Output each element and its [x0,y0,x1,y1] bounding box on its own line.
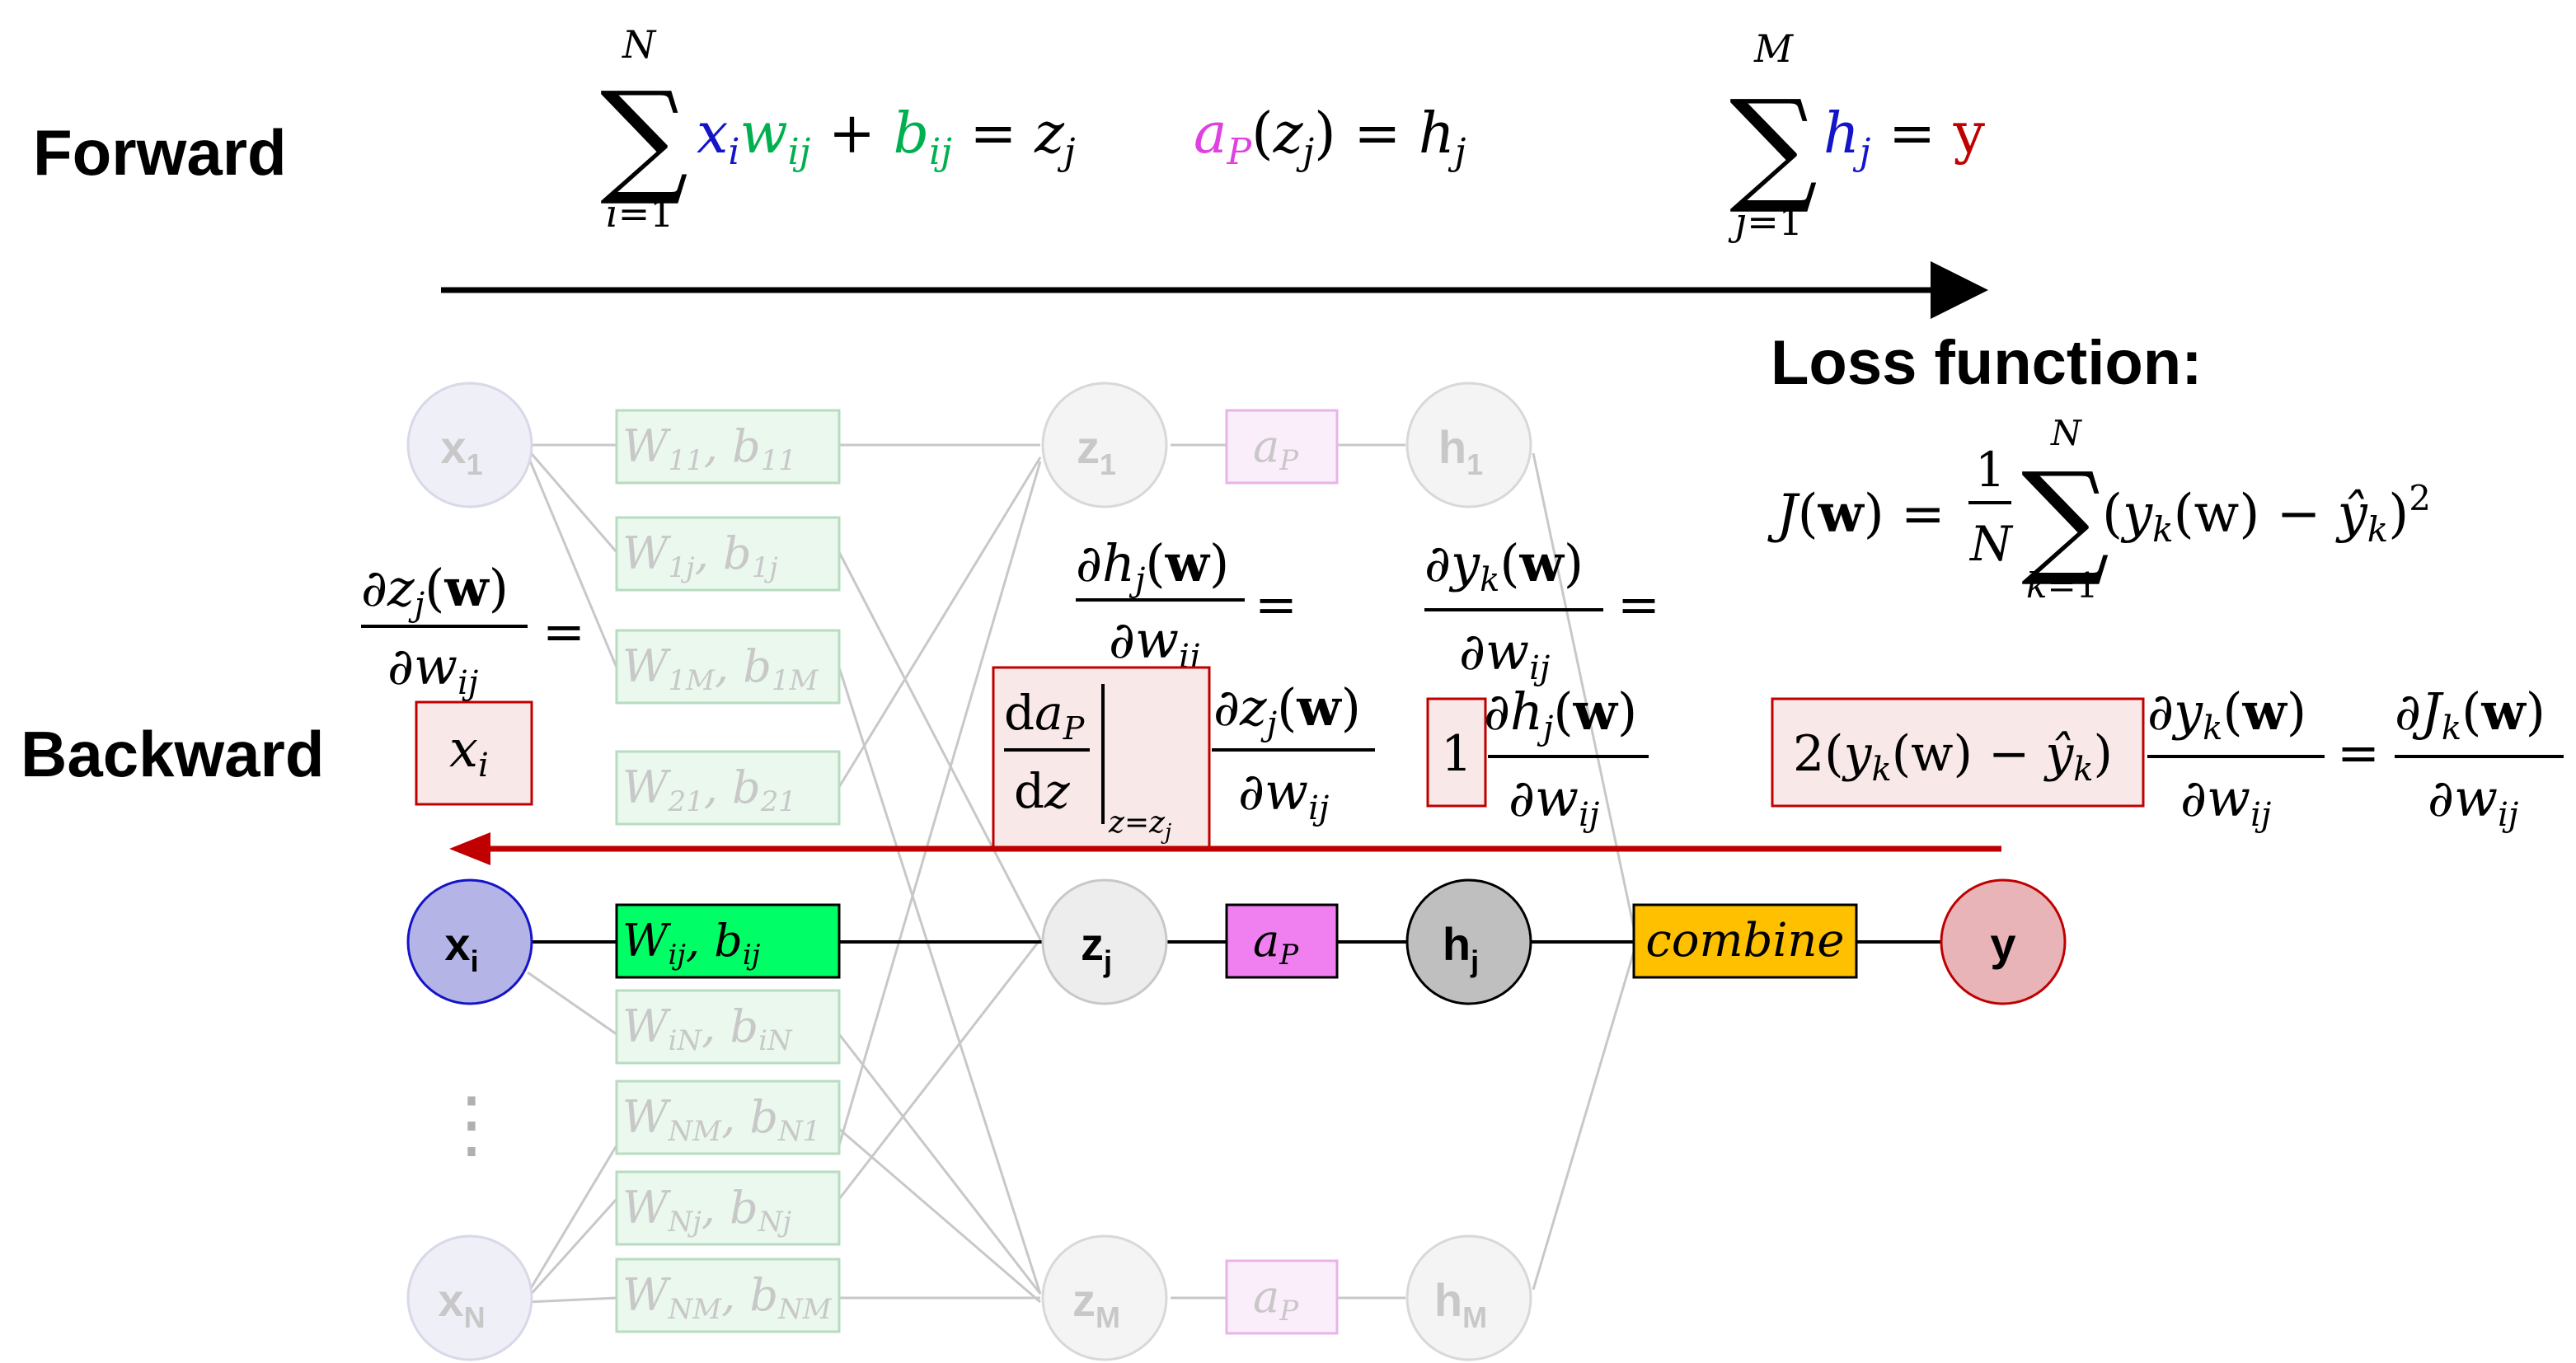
svg-text:h1: h1 [1438,421,1483,481]
forward-equation-sum-z: N ∑ i=1 xiwij + bij = zj [600,22,1076,236]
svg-text:(yk(w) − ŷk)2: (yk(w) − ŷk)2 [2102,478,2431,550]
svg-text:∑: ∑ [600,66,688,209]
svg-text:hj: hj [1443,918,1479,978]
svg-text:WNM, bN1: WNM, bN1 [622,1091,820,1148]
weight-box-w21: W21, b21 [615,750,841,826]
forward-equation-sum-y: M ∑ j=1 hj = y [1728,26,1986,244]
svg-text:hM: hM [1434,1274,1487,1334]
svg-text:∂hj(w): ∂hj(w) [1484,682,1637,747]
svg-text:combine: combine [1645,914,1844,967]
svg-text:dz: dz [1014,763,1070,819]
svg-text:∂wij: ∂wij [387,636,478,702]
loss-function-label: Loss function: [1771,328,2203,398]
svg-text:aP(zj) = hj: aP(zj) = hj [1194,101,1466,173]
forward-label: Forward [33,116,287,189]
svg-text:k=1: k=1 [2026,565,2098,606]
loss-equation: J(w) = 1 N N ∑ k=1 (yk(w) − ŷk)2 [1767,413,2431,606]
svg-text:∂hj(w): ∂hj(w) [1076,533,1229,599]
svg-text:xiwij + bij = zj: xiwij + bij = zj [697,101,1076,173]
node-z1: z1 [1041,382,1168,508]
activation-box-1: aP [1225,409,1339,485]
weight-box-w1j: W1j, b1j [615,516,841,592]
svg-text:∂zj(w): ∂zj(w) [1213,677,1361,743]
gradient-dh-dw: ∂hj(w) ∂wij = daP dz z=zj ∂zj(w) ∂wij [992,533,1375,849]
ellipsis-icon: ⋮ [434,1081,509,1168]
gradient-dJ-dw: 2(yk(w) − ŷk) ∂yk(w) ∂wij = ∂Jk(w) ∂wij [1771,682,2564,834]
svg-text:J(w) =: J(w) = [1767,483,1945,545]
weight-box-wiN: WiN, biN [615,989,841,1065]
backward-label: Backward [21,718,325,790]
svg-text:aP: aP [1253,915,1299,972]
gradient-dy-dw: ∂yk(w) ∂wij = 1 ∂hj(w) ∂wij [1424,533,1660,834]
svg-text:i=1: i=1 [606,191,674,236]
svg-text:x1: x1 [440,421,482,481]
svg-text:N: N [1968,516,2014,572]
svg-text:W11, b11: W11, b11 [622,420,796,477]
svg-text:=: = [1617,574,1660,635]
svg-text:z=zj: z=zj [1108,806,1171,845]
svg-text:N: N [2050,413,2082,453]
node-hM: hM [1405,1234,1532,1361]
svg-text:zj: zj [1081,918,1112,978]
node-zj-active: zj [1041,878,1168,1005]
svg-text:∂wij: ∂wij [1109,610,1199,676]
svg-text:∂wij: ∂wij [2180,768,2271,834]
weight-box-wNj: WNj, bNj [615,1170,841,1246]
forward-equation-activation: aP(zj) = hj [1194,101,1466,173]
svg-text:N: N [622,22,657,67]
node-zM: zM [1041,1234,1168,1361]
svg-text:∑: ∑ [2021,447,2109,590]
node-xi-active: xi [406,878,533,1005]
svg-text:∂wij: ∂wij [1509,768,1599,834]
svg-text:M: M [1753,26,1795,71]
svg-text:∂wij: ∂wij [1459,621,1550,687]
svg-text:aP: aP [1253,420,1299,477]
svg-text:WNj, bNj: WNj, bNj [622,1182,791,1239]
svg-text:∑: ∑ [1729,74,1818,218]
svg-text:=: = [542,602,585,662]
svg-text:zM: zM [1072,1274,1120,1334]
faint-connections [526,443,1638,1304]
activation-box-M: aP [1225,1259,1339,1335]
node-xN: xN [406,1234,533,1361]
svg-text:z1: z1 [1077,421,1116,481]
svg-text:=: = [2337,723,2380,783]
weight-box-w11: W11, b11 [615,409,841,485]
svg-text:1: 1 [1975,442,2006,498]
svg-text:Wij, bij: Wij, bij [622,915,761,972]
svg-text:W21, b21: W21, b21 [622,761,796,818]
weight-box-wNM-b: WNM, bNM [615,1258,841,1333]
node-hj-active: hj [1405,878,1532,1005]
svg-text:2(yk(w) − ŷk): 2(yk(w) − ŷk) [1793,725,2113,789]
svg-text:∂Jk(w): ∂Jk(w) [2395,682,2546,747]
svg-text:hj = y: hj = y [1823,101,1986,173]
weight-box-wij-active: Wij, bij [615,903,841,979]
svg-text:=: = [1255,574,1297,635]
activation-box-j-active: aP [1225,903,1339,979]
svg-text:∂yk(w): ∂yk(w) [2147,682,2306,747]
svg-text:aP: aP [1253,1271,1299,1328]
svg-text:W1j, b1j: W1j, b1j [622,527,778,584]
svg-text:y: y [1990,918,2015,970]
weight-box-wNM-a: WNM, bN1 [615,1080,841,1155]
svg-text:W1M, b1M: W1M, b1M [622,640,819,697]
weight-box-w1M: W1M, b1M [615,629,841,705]
combine-box: combine [1632,903,1858,979]
svg-text:j=1: j=1 [1728,199,1803,244]
svg-text:∂zj(w): ∂zj(w) [361,558,509,624]
svg-text:∂wij: ∂wij [1238,761,1329,827]
svg-text:∂wij: ∂wij [2428,768,2518,834]
node-x1: x1 [406,382,533,508]
node-h1: h1 [1405,382,1532,508]
svg-text:1: 1 [1441,725,1472,783]
backward-arrow [449,832,2001,865]
svg-text:xN: xN [438,1274,485,1334]
svg-text:WNM, bNM: WNM, bNM [622,1269,833,1326]
gradient-dz-dw: ∂zj(w) ∂wij = xi [361,558,585,806]
node-y: y [1940,878,2067,1005]
svg-text:WiN, biN: WiN, biN [622,1000,793,1057]
svg-text:∂yk(w): ∂yk(w) [1424,533,1584,599]
svg-text:xi: xi [444,918,478,978]
